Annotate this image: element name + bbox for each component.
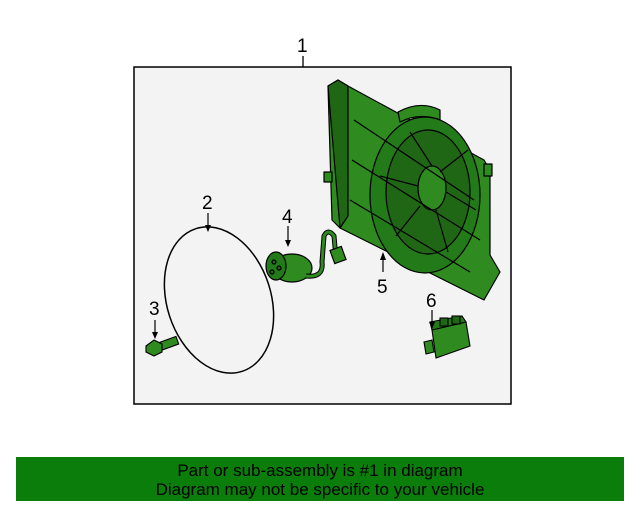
banner-line-2: Diagram may not be specific to your vehi…	[155, 480, 485, 499]
leader-arrow-3	[152, 332, 158, 339]
leader-arrow-6	[429, 322, 435, 329]
leader-arrow-4	[285, 240, 291, 247]
leader-arrow-2	[205, 225, 211, 232]
seal-ring-part	[163, 226, 275, 374]
callout-1: 1	[297, 36, 308, 57]
leader-arrow-5	[380, 252, 386, 260]
callout-6: 6	[426, 291, 437, 312]
fan-motor-part	[265, 229, 347, 283]
resistor-part	[423, 315, 471, 359]
bolt-part	[145, 335, 180, 357]
callout-3: 3	[149, 299, 160, 320]
info-banner: Part or sub-assembly is #1 in diagram Di…	[16, 457, 624, 501]
parts-diagram	[133, 56, 512, 405]
callout-2: 2	[202, 193, 213, 214]
banner-line-1: Part or sub-assembly is #1 in diagram	[177, 461, 463, 480]
callout-5: 5	[377, 277, 388, 298]
callout-4: 4	[282, 207, 293, 228]
fan-shroud-part	[323, 79, 501, 301]
